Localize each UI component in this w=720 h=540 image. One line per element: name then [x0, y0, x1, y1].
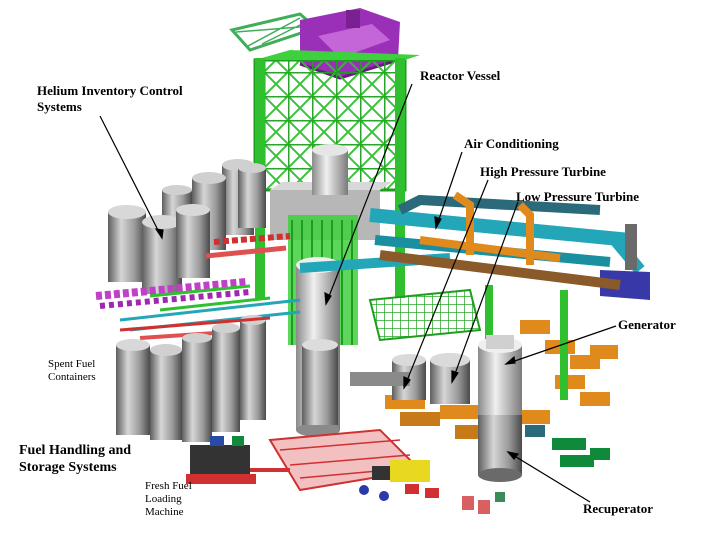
fresh-fuel-loading-machine	[359, 460, 505, 514]
label-spent-fuel-line2: Containers	[48, 371, 96, 383]
helium-inventory-tanks	[108, 159, 266, 294]
leader-lp-turbine	[451, 201, 519, 383]
recuperator	[478, 415, 522, 482]
label-helium-inventory: Helium Inventory Control Systems	[37, 83, 183, 115]
leader-aircon	[435, 151, 463, 229]
label-high-pressure-turbine: High Pressure Turbine	[480, 164, 606, 179]
auxiliary-units	[525, 425, 610, 467]
leader-generator	[505, 325, 617, 365]
low-pressure-turbine	[430, 353, 470, 404]
leader-recuperator	[507, 451, 591, 503]
label-spent-fuel: Spent Fuel Containers	[48, 358, 96, 384]
label-fuel-handling-line2: Storage Systems	[19, 460, 117, 475]
label-fresh-fuel: Fresh Fuel Loading Machine	[145, 480, 192, 519]
leader-lines	[99, 83, 617, 503]
air-conditioning-ducts	[299, 194, 650, 300]
generator	[478, 335, 522, 415]
label-helium-line2: Systems	[37, 99, 82, 114]
label-fuel-handling-line1: Fuel Handling and	[19, 443, 132, 458]
label-low-pressure-turbine: Low Pressure Turbine	[516, 189, 640, 204]
leader-helium	[99, 115, 163, 239]
label-air-conditioning: Air Conditioning	[464, 136, 559, 151]
label-fresh-fuel-line3: Machine	[145, 506, 184, 518]
fuel-handling-base	[186, 428, 423, 492]
leader-reactor	[325, 83, 413, 305]
label-reactor-vessel: Reactor Vessel	[420, 68, 501, 83]
label-spent-fuel-line1: Spent Fuel	[48, 358, 96, 370]
spent-fuel-containers	[116, 315, 271, 442]
leader-hp-turbine	[403, 179, 489, 389]
label-helium-line1: Helium Inventory Control	[37, 83, 183, 98]
label-fresh-fuel-line1: Fresh Fuel	[145, 480, 192, 492]
reactor-vessel	[270, 144, 392, 437]
label-generator: Generator	[618, 317, 676, 332]
label-fuel-handling: Fuel Handling and Storage Systems	[19, 442, 131, 476]
label-fresh-fuel-line2: Loading	[145, 493, 182, 505]
label-recuperator: Recuperator	[583, 501, 654, 516]
